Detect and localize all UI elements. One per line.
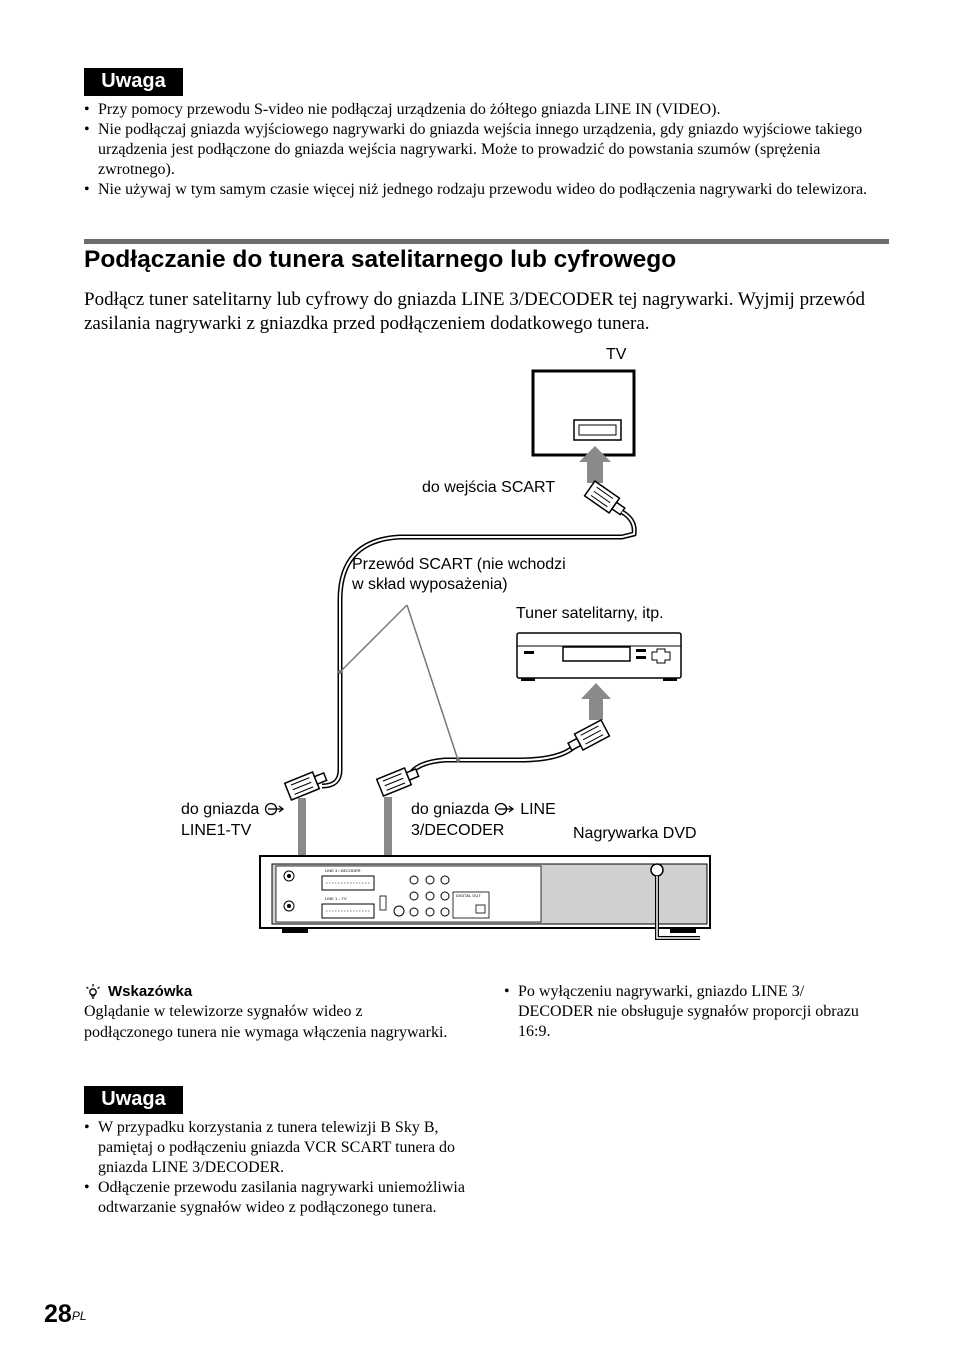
note-badge-top: Uwaga (84, 68, 183, 96)
tip-body: Oglądanie w telewizorze sygnałów wideo z… (84, 1003, 448, 1041)
list-item: W przypadku korzystania z tunera telewiz… (84, 1118, 469, 1178)
tip-title-text: Wskazówka (108, 983, 193, 1000)
label-jack-line3-name: 3/DECODER (411, 822, 505, 839)
page-language: PL (71, 1309, 87, 1323)
label-jack-line3-suffix: LINE (520, 801, 556, 818)
label-tv: TV (606, 346, 627, 363)
panel-label-digital: DIGITAL OUT (456, 893, 481, 898)
label-jack-line1: do gniazda (181, 799, 286, 820)
label-cable-2: w skład wyposażenia) (352, 576, 508, 593)
list-item: Przy pomocy przewodu S-video nie podłącz… (84, 100, 890, 120)
label-jack-line1-name: LINE1-TV (181, 822, 252, 839)
input-jack-icon (264, 802, 284, 816)
label-jack-line3: do gniazda LINE (411, 799, 556, 820)
list-item: Odłączenie przewodu zasilania nagrywarki… (84, 1178, 469, 1218)
scart-plug-icon (567, 718, 611, 752)
list-item: Nie używaj w tym samym czasie więcej niż… (84, 180, 890, 200)
scart-plug-icon (375, 767, 420, 797)
note-badge-bottom: Uwaga (84, 1086, 183, 1114)
label-recorder: Nagrywarka DVD (573, 825, 697, 842)
arrow-up-icon (579, 446, 611, 483)
tv-illustration (531, 369, 636, 457)
list-item: Nie podłączaj gniazda wyjściowego nagryw… (84, 120, 890, 180)
tip-title: Wskazówka (84, 982, 192, 1002)
label-jack-line1-prefix: do gniazda (181, 801, 260, 818)
section-intro: Podłącz tuner satelitarny lub cyfrowy do… (84, 289, 865, 334)
note-list-right: Po wyłączeniu nagrywarki, gniazdo LINE 3… (504, 982, 869, 1042)
page-number: 28PL (44, 1299, 87, 1329)
input-jack-icon (494, 802, 514, 816)
note-list-top: Przy pomocy przewodu S-video nie podłącz… (84, 100, 890, 200)
lightbulb-icon (86, 984, 100, 999)
arrow-up-icon (581, 683, 611, 720)
page-number-value: 28 (44, 1300, 72, 1328)
label-cable-1: Przewód SCART (nie wchodzi (352, 556, 566, 573)
label-tuner: Tuner satelitarny, itp. (516, 605, 664, 622)
list-item: Po wyłączeniu nagrywarki, gniazdo LINE 3… (504, 982, 869, 1042)
section-heading: Podłączanie do tunera satelitarnego lub … (84, 246, 677, 273)
panel-label-line1: LINE 1 – TV (325, 896, 347, 901)
label-jack-line3-prefix: do gniazda (411, 801, 490, 818)
label-scart-input: do wejścia SCART (422, 479, 556, 496)
scart-plug-icon (283, 771, 328, 801)
tuner-illustration (516, 632, 682, 681)
dvd-recorder-illustration: LINE 3 / DECODER LINE 1 – TV DIGITAL OUT (259, 855, 711, 940)
scart-plug-icon (583, 479, 626, 516)
panel-label-line3: LINE 3 / DECODER (325, 868, 361, 873)
section-rule (84, 239, 889, 244)
note-list-bottom: W przypadku korzystania z tunera telewiz… (84, 1118, 469, 1218)
